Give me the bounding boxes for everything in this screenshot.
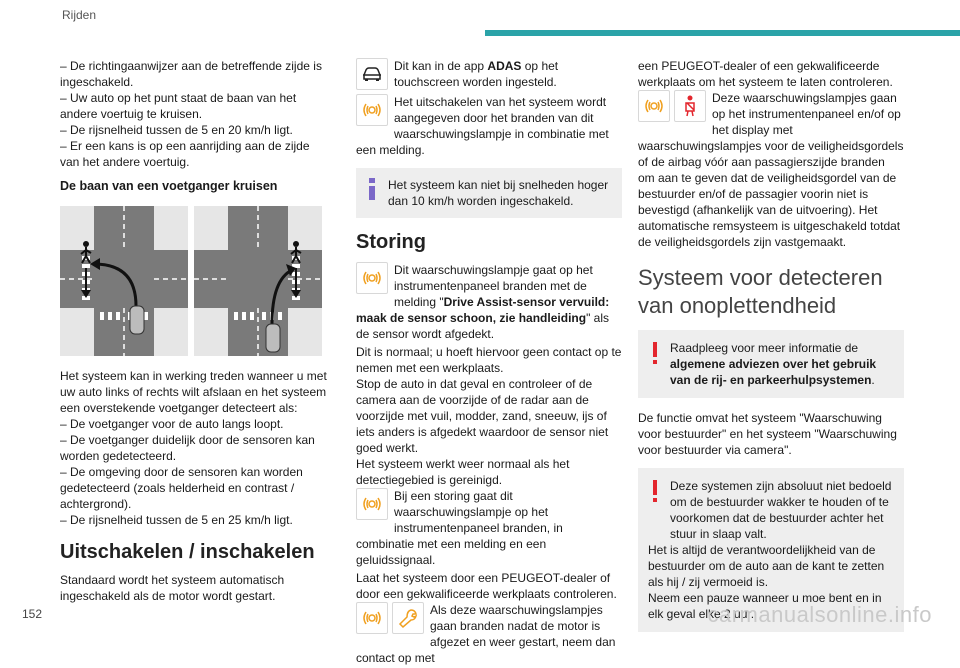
warning-box: Raadpleeg voor meer informatie de algeme… <box>638 330 904 398</box>
warning-text: Het is altijd de verantwoordelijkheid va… <box>648 543 885 589</box>
toggle-heading: Uitschakelen / inschakelen <box>60 541 315 563</box>
column-2: Dit kan in de app ADAS op het touchscree… <box>356 58 622 668</box>
radar-warning-lamp-icon <box>356 262 388 294</box>
warning-text: Raadpleeg voor meer informatie de <box>670 341 859 355</box>
warning-box: Deze systemen zijn absoluut niet bedoeld… <box>638 468 904 632</box>
fault-text: Bij een storing gaat dit waarschuwingsla… <box>356 489 563 567</box>
function-text: De functie omvat het systeem "Waarschuwi… <box>638 411 897 457</box>
disable-text: Het uitschakelen van het systeem wordt a… <box>356 95 609 157</box>
list-item: – Er een kans is op een aanrijding aan d… <box>60 139 310 169</box>
app-text-pre: Dit kan in de app <box>394 59 488 73</box>
radar-warning-lamp-icon <box>356 94 388 126</box>
list-item: – Uw auto op het punt staat de baan van … <box>60 91 297 121</box>
column-1: – De richtingaanwijzer aan de betreffend… <box>60 58 332 604</box>
seatbelt-text: Deze waarschuwingslampjes gaan op het in… <box>638 91 904 249</box>
fault-text: Dit is normaal; u hoeft hiervoor geen co… <box>356 345 622 375</box>
column-3: een PEUGEOT-dealer of een gekwalificeerd… <box>638 58 904 644</box>
page-section-title: Rijden <box>62 8 97 22</box>
toggle-text: Standaard wordt het systeem automatisch … <box>60 573 285 603</box>
left-intersection-drawing <box>60 206 188 356</box>
warning-link-text: algemene adviezen over het gebruik van d… <box>670 357 877 387</box>
pedestrian-crossing-illustration <box>60 206 322 356</box>
list-item: – De voetganger duidelijk door de sensor… <box>60 433 315 463</box>
fault-text: Laat het systeem door een PEUGEOT-dealer… <box>356 571 617 601</box>
list-item: – De richtingaanwijzer aan de betreffend… <box>60 59 322 89</box>
fault-text: Het systeem werkt weer normaal als het d… <box>356 457 570 487</box>
list-item: – De rijsnelheid tussen de 5 en 25 km/h … <box>60 513 293 527</box>
info-icon <box>369 178 375 200</box>
watermark: carmanualsonline.info <box>707 602 932 627</box>
fault-text: Dit waarschuwingslampje gaat op het inst… <box>394 263 593 309</box>
radar-warning-lamp-icon <box>356 488 388 520</box>
list-item: – De voetganger voor de auto langs loopt… <box>60 417 284 431</box>
info-box: Het systeem kan niet bij snelheden hoger… <box>356 168 622 218</box>
warning-text: Neem een pauze wanneer u moe bent en in … <box>648 591 882 621</box>
warning-text: . <box>871 373 875 387</box>
fault-text: " als de sensor wordt afgedekt. <box>356 311 609 341</box>
pedestrian-heading: De baan van een voetganger kruisen <box>60 179 278 193</box>
list-item: – De omgeving door de sensoren kan worde… <box>60 465 303 511</box>
warning-icon <box>653 480 657 502</box>
continued-text: een PEUGEOT-dealer of een gekwalificeerd… <box>638 59 893 89</box>
warning-icon <box>653 342 657 364</box>
wrench-icon <box>392 602 424 634</box>
list-item: – De rijsnelheid tussen de 5 en 20 km/h … <box>60 123 293 137</box>
warning-text: Deze systemen zijn absoluut niet bedoeld… <box>670 479 892 541</box>
header-accent-bar <box>485 30 960 36</box>
radar-warning-lamp-icon <box>356 602 388 634</box>
app-name: ADAS <box>487 59 522 73</box>
seatbelt-icon <box>674 90 706 122</box>
page-number: 152 <box>22 607 43 621</box>
attention-heading: Systeem voor detecteren van onoplettendh… <box>638 265 883 318</box>
fault-heading: Storing <box>356 231 426 253</box>
car-icon <box>356 58 388 90</box>
radar-warning-lamp-icon <box>638 90 670 122</box>
info-text: Het systeem kan niet bij snelheden hoger… <box>388 178 609 208</box>
fault-text: Stop de auto in dat geval en controleer … <box>356 377 609 455</box>
app-text-post: op het touchscreen worden ingesteld. <box>394 59 559 89</box>
pedestrian-intro: Het systeem kan in werking treden wannee… <box>60 369 327 415</box>
right-intersection-drawing <box>194 206 322 356</box>
fault-message: Drive Assist-sensor vervuild: maak de se… <box>356 295 610 325</box>
